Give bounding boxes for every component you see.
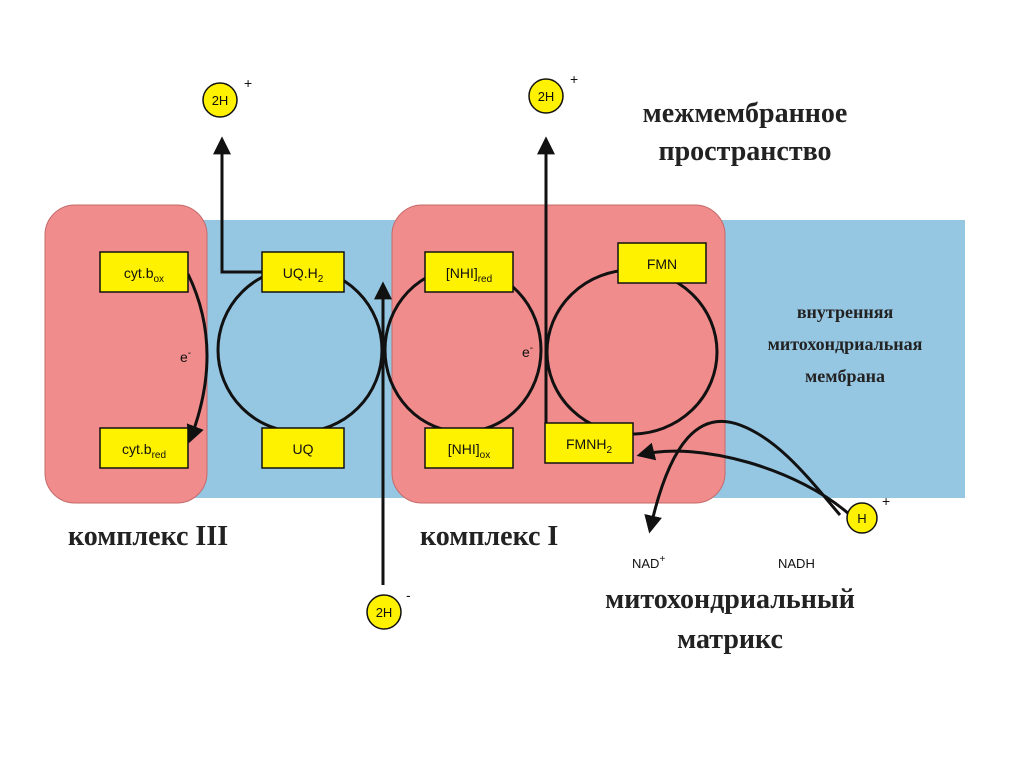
svg-text:H: H <box>857 511 866 526</box>
svg-text:2H: 2H <box>376 605 393 620</box>
box-nhi-ox: [NHI]ox <box>424 427 514 469</box>
electron-label-left: e- <box>180 348 191 365</box>
box-cyt-b-red: cyt.bred <box>99 427 189 469</box>
svg-text:матрикс: матрикс <box>677 624 783 655</box>
box-uqh2: UQ.H2 <box>261 251 345 293</box>
proton-h-right: H + <box>846 493 890 534</box>
electron-path-cyt <box>186 273 209 444</box>
matrix-label: митохондриальный матрикс <box>605 584 855 655</box>
proton-2h-bottom: 2H - <box>366 587 411 630</box>
svg-text:2H: 2H <box>538 89 555 104</box>
svg-text:межмембранное: межмембранное <box>643 98 848 129</box>
svg-text:cyt.bred: cyt.bred <box>122 441 166 461</box>
proton-2h-top-left: 2H + <box>202 75 252 118</box>
box-nhi-red: [NHI]red <box>424 251 514 293</box>
box-fmn: FMN <box>617 242 707 284</box>
nadh-label: NADH <box>778 556 815 571</box>
proton-pump-arrow-left <box>213 136 262 274</box>
svg-text:UQ.H2: UQ.H2 <box>283 265 324 285</box>
svg-text:FMNH2: FMNH2 <box>566 436 612 456</box>
svg-text:внутренняя: внутренняя <box>797 302 894 322</box>
svg-text:FMN: FMN <box>647 256 677 272</box>
complex-i-label: комплекс I <box>420 521 558 552</box>
svg-text:2H: 2H <box>212 93 229 108</box>
svg-text:[NHI]red: [NHI]red <box>446 265 492 285</box>
box-fmnh2: FMNH2 <box>544 422 634 464</box>
proton-2h-top-right: 2H + <box>528 71 578 114</box>
svg-text:+: + <box>882 493 890 509</box>
box-cyt-b-ox: cyt.box <box>99 251 189 293</box>
svg-text:митохондриальный: митохондриальный <box>605 584 855 615</box>
svg-text:-: - <box>406 587 411 603</box>
svg-text:+: + <box>570 71 578 87</box>
svg-text:UQ: UQ <box>293 441 314 457</box>
svg-text:митохондриальная: митохондриальная <box>768 334 923 354</box>
electron-label-right: e- <box>522 343 533 360</box>
svg-text:[NHI]ox: [NHI]ox <box>448 441 490 461</box>
svg-text:+: + <box>244 75 252 91</box>
svg-text:cyt.box: cyt.box <box>124 265 164 285</box>
nad-plus-label: NAD+ <box>632 554 665 571</box>
svg-text:мембрана: мембрана <box>805 366 885 386</box>
svg-text:пространство: пространство <box>658 136 831 167</box>
nadh-to-fmnh2-arrow <box>644 419 842 534</box>
h-to-fmnh2-arrow <box>636 442 852 517</box>
intermembrane-space-label: межмембранное пространство <box>643 98 848 167</box>
complex-iii-label: комплекс III <box>68 521 228 552</box>
inner-membrane-label: внутренняя митохондриальная мембрана <box>768 302 923 386</box>
box-uq: UQ <box>261 427 345 469</box>
